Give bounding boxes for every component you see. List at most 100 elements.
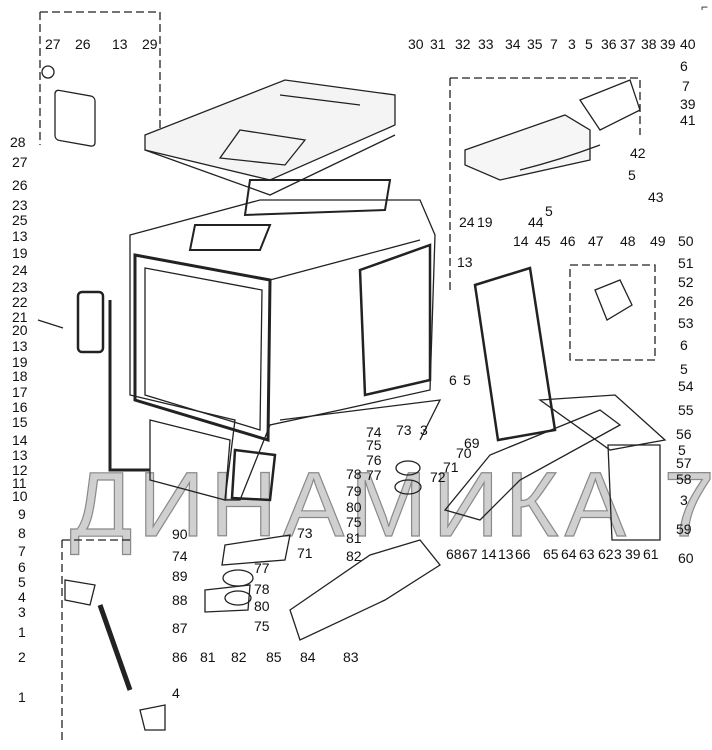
callout-label: 23	[12, 197, 28, 213]
callout-label: 13	[12, 447, 28, 463]
callout-label: 1	[18, 689, 26, 705]
callout-label: 28	[10, 134, 26, 150]
callout-label: 78	[346, 466, 362, 482]
callout-label: 15	[12, 414, 28, 430]
callout-label: 6	[680, 337, 688, 353]
callout-label: 9	[18, 506, 26, 522]
callout-label: 26	[12, 177, 28, 193]
callout-label: 4	[172, 685, 180, 701]
mirror	[37, 290, 105, 354]
callout-label: 90	[172, 526, 188, 542]
callout-label: 74	[366, 424, 382, 440]
callout-label: 39	[625, 546, 641, 562]
callout-label: 5	[678, 442, 686, 458]
callout-label: 37	[620, 36, 636, 52]
callout-label: 3	[568, 36, 576, 52]
roof-panel	[144, 79, 396, 196]
callout-label: 64	[561, 546, 577, 562]
callout-label: 26	[678, 293, 694, 309]
callout-label: 75	[346, 514, 362, 530]
callout-label: 14	[513, 233, 529, 249]
callout-label: 33	[478, 36, 494, 52]
callout-label: 63	[579, 546, 595, 562]
callout-label: 3	[680, 492, 688, 508]
callout-label: 38	[641, 36, 657, 52]
callout-label: 13	[457, 254, 473, 270]
callout-label: 19	[477, 214, 493, 230]
callout-label: 4	[18, 589, 26, 605]
callout-label: 81	[200, 649, 216, 665]
callout-label: 70	[456, 445, 472, 461]
callout-label: 46	[560, 233, 576, 249]
callout-label: 25	[12, 212, 28, 228]
callout-label: 49	[650, 233, 666, 249]
callout-label: 7	[682, 78, 690, 94]
callout-label: 72	[430, 469, 446, 485]
callout-label: 13	[12, 228, 28, 244]
callout-label: 42	[630, 145, 646, 161]
callout-label: 30	[408, 36, 424, 52]
callout-label: 24	[459, 214, 475, 230]
callout-label: 76	[366, 452, 382, 468]
roof-lamp	[449, 77, 641, 290]
callout-label: 23	[12, 279, 28, 295]
callout-label: 48	[620, 233, 636, 249]
callout-label: 85	[266, 649, 282, 665]
callout-label: 77	[366, 467, 382, 483]
callout-label: 19	[12, 245, 28, 261]
callout-label: 83	[343, 649, 359, 665]
callout-label: 16	[12, 399, 28, 415]
callout-label: 50	[678, 233, 694, 249]
callout-label: 80	[254, 598, 270, 614]
callout-label: 20	[12, 322, 28, 338]
callout-label: 73	[396, 422, 412, 438]
callout-label: 5	[680, 361, 688, 377]
callout-label: 77	[254, 560, 270, 576]
callout-label: 52	[678, 274, 694, 290]
callout-label: 51	[678, 255, 694, 271]
callout-label: 14	[12, 432, 28, 448]
callout-label: 89	[172, 568, 188, 584]
callout-label: 36	[601, 36, 617, 52]
callout-label: 57	[676, 455, 692, 471]
callout-label: 31	[430, 36, 446, 52]
callout-label: 61	[643, 546, 659, 562]
watermark: ДИНАМИКА 76	[69, 454, 712, 556]
cab-frame	[108, 179, 442, 502]
callout-label: 82	[346, 548, 362, 564]
hinge-inset	[39, 11, 161, 147]
cab-mounts	[204, 460, 441, 641]
callout-label: 6	[18, 559, 26, 575]
callout-label: 67	[462, 546, 478, 562]
callout-label: 78	[254, 581, 270, 597]
callout-label: 5	[463, 372, 471, 388]
callout-label: 19	[12, 354, 28, 370]
callout-label: 45	[535, 233, 551, 249]
callout-label: 5	[545, 203, 553, 219]
callout-label: 59	[676, 521, 692, 537]
callout-label: 7	[18, 543, 26, 559]
callout-label: 8	[18, 525, 26, 541]
callout-label: 21	[12, 309, 28, 325]
callout-label: 5	[585, 36, 593, 52]
callout-label: 69	[464, 435, 480, 451]
callout-label: 24	[12, 262, 28, 278]
callout-label: 71	[297, 545, 313, 561]
callout-label: 84	[300, 649, 316, 665]
callout-label: 47	[588, 233, 604, 249]
callout-label: 55	[678, 402, 694, 418]
callout-label: 75	[366, 437, 382, 453]
callout-label: 87	[172, 620, 188, 636]
callout-label: 43	[648, 189, 664, 205]
callout-label: 80	[346, 499, 362, 515]
callout-label: 53	[678, 315, 694, 331]
callout-label: 5	[628, 167, 636, 183]
callout-label: 68	[446, 546, 462, 562]
callout-label: 74	[172, 548, 188, 564]
callout-label: 13	[498, 546, 514, 562]
callout-label: 3	[18, 604, 26, 620]
callout-label: 27	[12, 154, 28, 170]
callout-label: 34	[505, 36, 521, 52]
